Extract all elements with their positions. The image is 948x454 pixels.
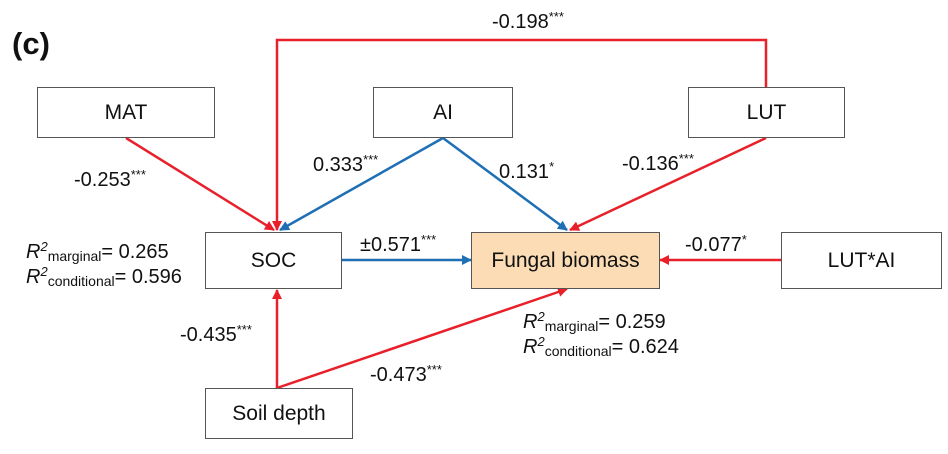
arrow-ai-fungal — [442, 136, 568, 232]
coef-soc-fungal: ±0.571*** — [360, 232, 437, 256]
arrow-lut-soc — [272, 38, 768, 231]
coef-lutai-fungal: -0.077* — [685, 232, 747, 256]
arrow-soil-fungal — [276, 287, 568, 390]
node-lut-ai: LUT*AI — [781, 232, 942, 289]
coef-soil-fungal: -0.473*** — [370, 362, 442, 386]
node-fungal-biomass: Fungal biomass — [471, 232, 660, 289]
node-mat: MAT — [37, 87, 215, 138]
node-soc: SOC — [205, 232, 342, 289]
node-soil-label: Soil depth — [232, 401, 326, 425]
node-ai-label: AI — [433, 100, 453, 124]
node-lut-label: LUT — [746, 100, 787, 124]
panel-label: (c) — [12, 26, 50, 61]
node-ai: AI — [373, 87, 513, 138]
coef-soil-soc: -0.435*** — [180, 322, 252, 346]
node-lut: LUT — [688, 87, 845, 138]
node-mat-label: MAT — [104, 100, 148, 124]
soc-r2-conditional: R2conditional= 0.596 — [26, 264, 182, 289]
arrow-ai-soc — [279, 136, 444, 232]
node-soil-depth: Soil depth — [205, 388, 353, 439]
node-soc-label: SOC — [250, 248, 297, 272]
coef-ai-fungal: 0.131* — [499, 159, 555, 183]
coef-mat-soc: -0.253*** — [74, 167, 146, 191]
fungal-r2-conditional: R2conditional= 0.624 — [523, 334, 679, 359]
soc-r2-marginal: R2marginal= 0.265 — [26, 239, 169, 264]
coef-lut-fungal: -0.136*** — [622, 151, 694, 175]
arrow-mat-soc — [125, 136, 275, 232]
node-lutai-label: LUT*AI — [827, 248, 896, 272]
coef-ai-soc: 0.333*** — [313, 152, 379, 176]
fungal-r2-marginal: R2marginal= 0.259 — [523, 309, 666, 334]
node-fungal-label: Fungal biomass — [491, 248, 640, 272]
coef-lut-soc: -0.198*** — [492, 9, 564, 33]
arrow-lut-fungal — [569, 136, 767, 232]
